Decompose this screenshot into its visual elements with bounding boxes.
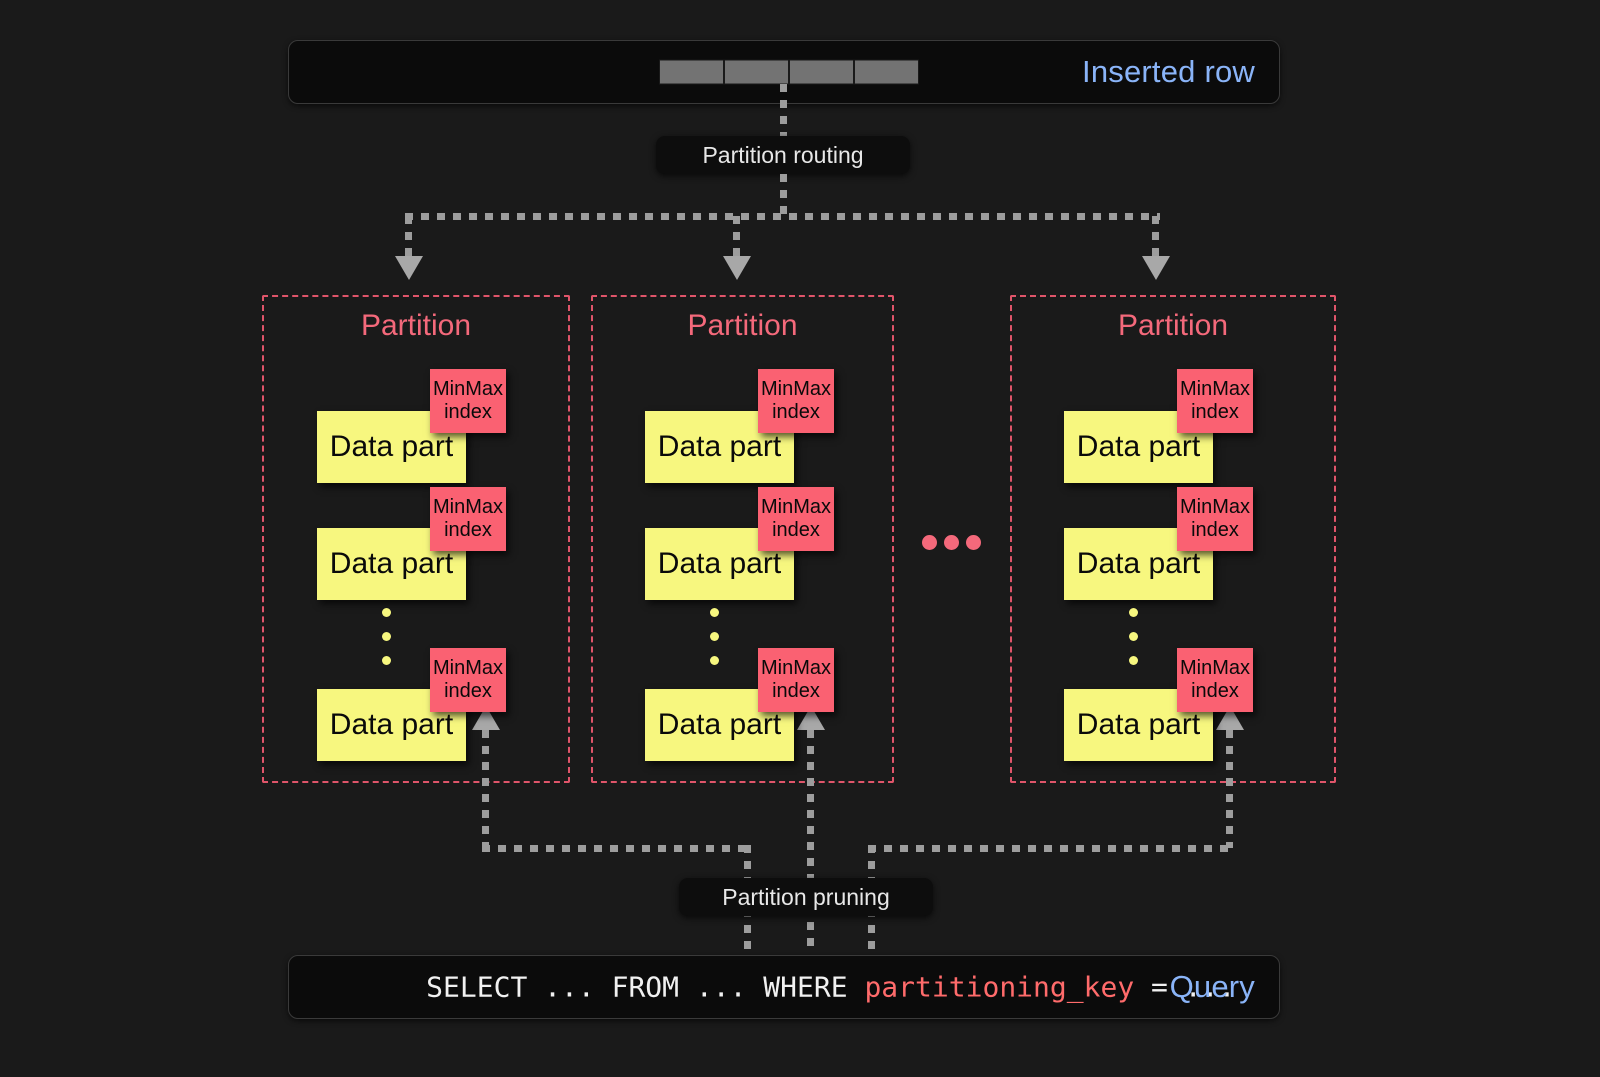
ellipsis-dot xyxy=(1129,656,1138,665)
minmax-index-box: MinMax index xyxy=(430,648,506,712)
minmax-index-line2: index xyxy=(772,401,820,423)
ellipsis-dot xyxy=(710,608,719,617)
minmax-index-line2: index xyxy=(1191,519,1239,541)
connector-pruning-to-partition-2 xyxy=(807,730,814,950)
partitions-ellipsis xyxy=(922,535,982,555)
arrow-into-partition-3 xyxy=(1142,256,1170,280)
routing-bus-line xyxy=(405,213,1160,220)
pruning-bus-right xyxy=(868,845,1233,852)
minmax-index-line2: index xyxy=(1191,680,1239,702)
arrow-into-partition-1 xyxy=(395,256,423,280)
partition-routing-label: Partition routing xyxy=(702,141,864,168)
ellipsis-dot xyxy=(710,632,719,641)
minmax-index-line1: MinMax xyxy=(432,657,503,679)
connector-bus-to-partition-1 xyxy=(405,216,412,260)
minmax-index-line1: MinMax xyxy=(760,378,831,400)
query-prefix: SELECT ... FROM ... WHERE xyxy=(426,970,865,1004)
ellipsis-dot xyxy=(382,656,391,665)
minmax-index-line1: MinMax xyxy=(432,496,503,518)
inserted-row-bar: Inserted row xyxy=(288,40,1280,104)
connector-bus-to-partition-3 xyxy=(1152,216,1159,260)
minmax-index-line1: MinMax xyxy=(432,378,503,400)
data-part-label: Data part xyxy=(657,708,782,741)
connector-routing-to-bus xyxy=(780,174,787,218)
query-label: Query xyxy=(1169,969,1255,1004)
minmax-index-box: MinMax index xyxy=(758,369,834,433)
ellipsis-dot xyxy=(1129,608,1138,617)
minmax-index-box: MinMax index xyxy=(1177,648,1253,712)
ellipsis-dot xyxy=(1129,632,1138,641)
pruning-bus-left xyxy=(482,845,750,852)
minmax-index-line2: index xyxy=(772,519,820,541)
data-part-label: Data part xyxy=(1076,547,1201,580)
data-part-ellipsis xyxy=(710,608,722,668)
minmax-index-line1: MinMax xyxy=(1179,496,1250,518)
partition-1-title: Partition xyxy=(360,309,472,342)
minmax-index-box: MinMax index xyxy=(430,369,506,433)
partition-2-title: Partition xyxy=(687,309,798,342)
partition-pruning-label: Partition pruning xyxy=(722,883,890,910)
row-cell xyxy=(724,59,789,85)
connector-row-to-routing xyxy=(780,84,787,136)
inserted-row-cells xyxy=(659,59,919,85)
data-part-ellipsis xyxy=(1129,608,1141,668)
minmax-index-line2: index xyxy=(1191,401,1239,423)
minmax-index-line2: index xyxy=(444,680,492,702)
query-partitioning-key: partitioning_key xyxy=(864,970,1135,1004)
data-part-label: Data part xyxy=(329,430,454,463)
query-suffix: = ... xyxy=(1134,970,1236,1004)
row-cell xyxy=(789,59,854,85)
row-cell xyxy=(659,59,724,85)
minmax-index-line2: index xyxy=(444,401,492,423)
data-part-label: Data part xyxy=(657,547,782,580)
partition-pruning-box: Partition pruning xyxy=(679,878,933,916)
minmax-index-box: MinMax index xyxy=(430,487,506,551)
ellipsis-dot xyxy=(382,632,391,641)
ellipsis-dot xyxy=(966,535,981,550)
partition-routing-box: Partition routing xyxy=(656,136,910,174)
data-part-label: Data part xyxy=(329,547,454,580)
connector-bus-to-partition-2 xyxy=(733,216,740,260)
partition-3: Partition xyxy=(1010,295,1336,783)
minmax-index-line2: index xyxy=(772,680,820,702)
minmax-index-line1: MinMax xyxy=(760,657,831,679)
inserted-row-label: Inserted row xyxy=(1082,54,1255,89)
data-part-label: Data part xyxy=(329,708,454,741)
ellipsis-dot xyxy=(944,535,959,550)
ellipsis-dot xyxy=(710,656,719,665)
minmax-index-line1: MinMax xyxy=(1179,378,1250,400)
query-sql-text: SELECT ... FROM ... WHERE partitioning_k… xyxy=(325,938,1235,1037)
arrow-into-partition-2 xyxy=(723,256,751,280)
data-part-label: Data part xyxy=(1076,708,1201,741)
minmax-index-line1: MinMax xyxy=(1179,657,1250,679)
data-part-label: Data part xyxy=(657,430,782,463)
row-cell xyxy=(854,59,919,85)
connector-pruning-to-partition-1 xyxy=(482,730,489,848)
connector-pruning-to-partition-3 xyxy=(1226,730,1233,848)
minmax-index-box: MinMax index xyxy=(758,487,834,551)
ellipsis-dot xyxy=(382,608,391,617)
minmax-index-line2: index xyxy=(444,519,492,541)
partition-2: Partition xyxy=(591,295,894,783)
data-part-box: Data part xyxy=(1064,689,1213,761)
data-part-box: Data part xyxy=(1064,411,1213,483)
partition-1: Partition xyxy=(262,295,570,783)
minmax-index-line1: MinMax xyxy=(760,496,831,518)
minmax-index-box: MinMax index xyxy=(1177,487,1253,551)
data-part-ellipsis xyxy=(382,608,394,668)
minmax-index-box: MinMax index xyxy=(758,648,834,712)
ellipsis-dot xyxy=(922,535,937,550)
partition-3-title: Partition xyxy=(1117,309,1229,342)
data-part-label: Data part xyxy=(1076,430,1201,463)
minmax-index-box: MinMax index xyxy=(1177,369,1253,433)
query-bar: SELECT ... FROM ... WHERE partitioning_k… xyxy=(288,955,1280,1019)
